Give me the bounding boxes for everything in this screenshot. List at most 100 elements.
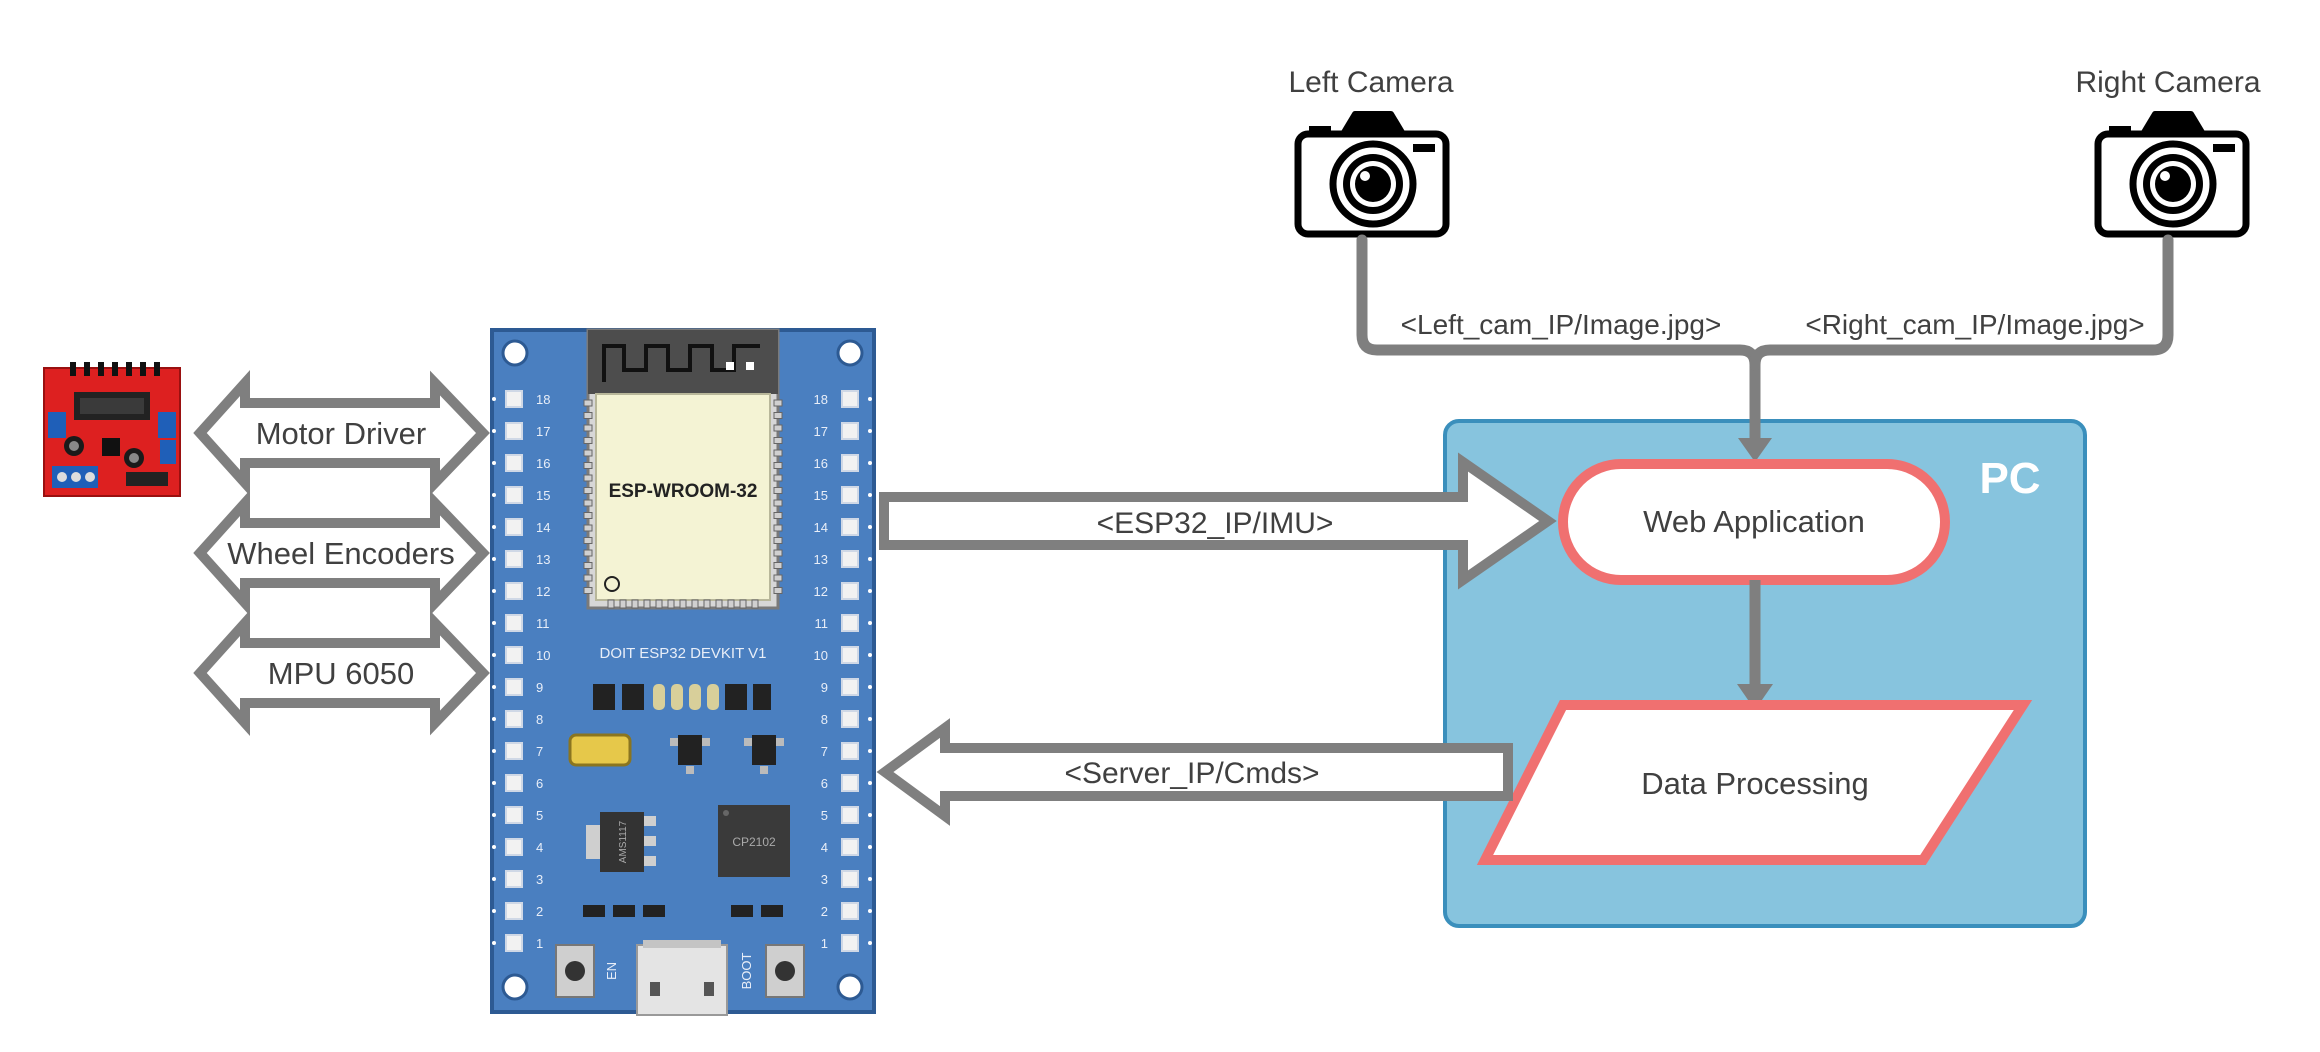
- usb-chip-label: CP2102: [732, 835, 776, 849]
- pin-label: 17: [814, 424, 828, 439]
- data-processing-label: Data Processing: [1641, 766, 1868, 801]
- pc-to-esp-arrow: <Server_IP/Cmds>: [876, 718, 1513, 826]
- pin-label: 15: [814, 488, 828, 503]
- esp-to-pc-label: <ESP32_IP/IMU>: [1097, 507, 1334, 540]
- mpu-label: MPU 6050: [268, 656, 414, 691]
- pc-to-esp-label: <Server_IP/Cmds>: [1064, 757, 1319, 790]
- pin-label: 4: [821, 840, 828, 855]
- web-application-label: Web Application: [1643, 504, 1865, 539]
- right-cam-link-label: <Right_cam_IP/Image.jpg>: [1805, 309, 2144, 340]
- header-pin: 16: [814, 454, 872, 472]
- smd-components: [568, 684, 784, 917]
- header-pin: 10: [492, 646, 550, 664]
- mpu-arrow: MPU 6050: [193, 609, 490, 737]
- data-processing-node: Data Processing: [1476, 700, 2033, 865]
- header-pin: 18: [492, 390, 550, 408]
- header-pin: 9: [821, 678, 872, 696]
- boot-label: BOOT: [739, 953, 754, 990]
- motor-driver-board: [43, 362, 181, 497]
- pin-label: 10: [536, 648, 550, 663]
- camera-icon: [1294, 111, 1450, 238]
- pin-label: 14: [814, 520, 828, 535]
- header-pin: 8: [492, 710, 543, 728]
- header-pin: 6: [821, 774, 872, 792]
- pin-label: 8: [536, 712, 543, 727]
- header-pin: 17: [814, 422, 872, 440]
- motor-driver-arrow: Motor Driver: [193, 369, 490, 497]
- arrow-head-to-web-app: [1738, 438, 1772, 462]
- header-pin: 3: [821, 870, 872, 888]
- pin-label: 11: [815, 616, 829, 631]
- left-camera: Left Camera: [1288, 66, 1454, 238]
- arrow-head-to-data-processing: [1737, 684, 1773, 710]
- header-pin: 2: [821, 902, 872, 920]
- header-pin: 4: [492, 838, 543, 856]
- header-pin: 2: [492, 902, 543, 920]
- header-pin: 18: [814, 390, 872, 408]
- pc-label: PC: [1979, 454, 2040, 503]
- header-pin: 9: [492, 678, 543, 696]
- left-camera-label: Left Camera: [1288, 66, 1453, 99]
- pin-label: 1: [821, 936, 828, 951]
- pin-label: 16: [536, 456, 550, 471]
- regulator-label: AMS1117: [618, 820, 629, 863]
- pin-label: 6: [821, 776, 828, 791]
- header-pin: 1: [492, 934, 543, 952]
- pin-label: 7: [821, 744, 828, 759]
- usb-uart-chip: CP2102: [718, 805, 790, 877]
- web-application-node: Web Application: [1558, 459, 1950, 585]
- module-label: ESP-WROOM-32: [609, 481, 758, 502]
- wheel-encoders-label: Wheel Encoders: [227, 536, 454, 571]
- header-pin: 14: [814, 518, 872, 536]
- pin-label: 2: [536, 904, 543, 919]
- header-pin: 15: [492, 486, 550, 504]
- header-pin: 6: [492, 774, 543, 792]
- pin-label: 5: [821, 808, 828, 823]
- header-pin: 10: [814, 646, 872, 664]
- header-pin: 4: [821, 838, 872, 856]
- header-pin: 8: [821, 710, 872, 728]
- pin-label: 15: [536, 488, 550, 503]
- right-camera-label: Right Camera: [2075, 66, 2260, 99]
- pin-label: 11: [536, 616, 550, 631]
- pin-label: 17: [536, 424, 550, 439]
- header-pin: 1: [821, 934, 872, 952]
- header-pin: 3: [492, 870, 543, 888]
- header-pin: 5: [492, 806, 543, 824]
- left-header-pins: 18 17 16 15 14 13 12 11 10 9 8 7 6 5 4 3 2 1: [492, 390, 550, 952]
- pin-label: 1: [536, 936, 543, 951]
- pin-label: 5: [536, 808, 543, 823]
- esp-to-pc-arrow: <ESP32_IP/IMU>: [879, 452, 1557, 590]
- pin-label: 9: [821, 680, 828, 695]
- pin-label: 8: [821, 712, 828, 727]
- header-pin: 7: [492, 742, 543, 760]
- pin-label: 13: [536, 552, 550, 567]
- pin-label: 18: [536, 392, 550, 407]
- board-name-label: DOIT ESP32 DEVKIT V1: [599, 645, 766, 662]
- header-pin: 14: [492, 518, 550, 536]
- pin-label: 2: [821, 904, 828, 919]
- en-button: EN: [555, 944, 619, 998]
- header-pin: 7: [821, 742, 872, 760]
- pin-label: 16: [814, 456, 828, 471]
- header-pin: 12: [492, 582, 550, 600]
- motor-driver-label: Motor Driver: [256, 416, 427, 451]
- wheel-encoders-arrow: Wheel Encoders: [193, 489, 490, 617]
- usb-port: [636, 940, 728, 1016]
- camera-icon: [2094, 111, 2250, 238]
- pin-label: 3: [536, 872, 543, 887]
- pin-label: 3: [821, 872, 828, 887]
- camera-connector: [1356, 234, 2174, 446]
- left-cam-link-label: <Left_cam_IP/Image.jpg>: [1401, 309, 1722, 340]
- mounting-holes: [501, 339, 864, 1001]
- header-pin: 16: [492, 454, 550, 472]
- header-pin: 5: [821, 806, 872, 824]
- right-camera: Right Camera: [2075, 66, 2261, 238]
- module-castellations: [583, 399, 783, 609]
- header-pin: 17: [492, 422, 550, 440]
- pin-label: 7: [536, 744, 543, 759]
- boot-button: BOOT: [739, 944, 805, 998]
- regulator-chip: AMS1117: [586, 812, 656, 872]
- pin-label: 12: [814, 584, 828, 599]
